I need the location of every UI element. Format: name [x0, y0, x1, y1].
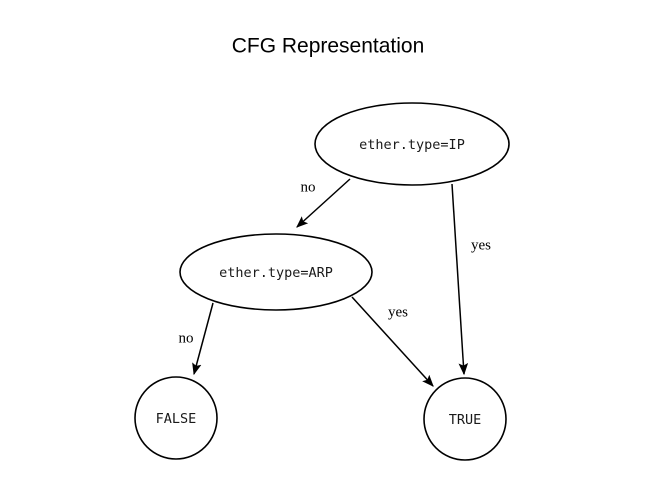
- node-false-node[interactable]: FALSE: [134, 376, 218, 460]
- node-shape-false-node[interactable]: [134, 376, 218, 460]
- node-label-false-node: FALSE: [156, 411, 197, 427]
- edge-label-ip-no-arp: no: [301, 179, 316, 195]
- node-arp-test[interactable]: ether.type=ARP: [179, 233, 373, 311]
- edge-label-arp-yes-true: yes: [388, 304, 408, 320]
- edge-arp-yes-true: yes: [351, 296, 434, 387]
- edge-arp-no-false: no: [179, 302, 214, 376]
- edge-ip-yes-true: yes: [451, 183, 491, 376]
- edge-line-arp-yes-true: [351, 296, 434, 387]
- node-label-ip-test: ether.type=IP: [359, 137, 465, 153]
- edge-line-arp-no-false: [192, 302, 214, 376]
- edge-ip-no-arp: no: [296, 178, 351, 228]
- edge-label-ip-yes-true: yes: [471, 237, 491, 253]
- node-shape-true-node[interactable]: [423, 377, 507, 461]
- node-label-true-node: TRUE: [449, 412, 482, 428]
- edge-line-ip-no-arp: [296, 178, 351, 228]
- node-shape-ip-test[interactable]: [314, 102, 510, 186]
- nodes-layer: ether.type=IP ether.type=ARP FALSE TRUE: [134, 102, 510, 461]
- page-title: CFG Representation: [232, 35, 425, 58]
- node-label-arp-test: ether.type=ARP: [219, 265, 333, 281]
- edge-line-ip-yes-true: [451, 183, 469, 376]
- node-shape-arp-test[interactable]: [179, 233, 373, 311]
- node-ip-test[interactable]: ether.type=IP: [314, 102, 510, 186]
- edge-label-arp-no-false: no: [179, 330, 194, 346]
- edges-layer: no yes no yes: [179, 178, 491, 387]
- node-true-node[interactable]: TRUE: [423, 377, 507, 461]
